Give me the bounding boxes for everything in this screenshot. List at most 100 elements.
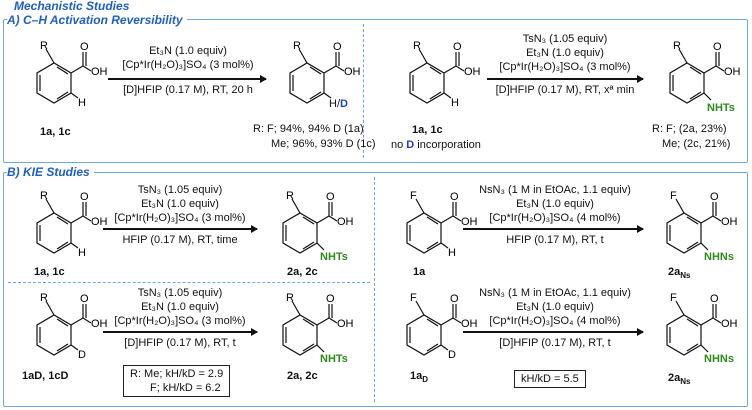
cond-b-r4-3: [Cp*Ir(H₂O)₃]SO₄ (4 mol%) — [489, 315, 621, 327]
result-a-left-1: R: F; 94%, 94% D (1a) — [253, 123, 364, 135]
atom-nhts: NHTs — [707, 102, 735, 114]
atom-oh: OH — [461, 318, 478, 330]
atom-h: H — [451, 97, 459, 109]
atom-oh: OH — [464, 66, 481, 78]
cond-a-left-3: [D]HFIP (0.17 M), RT, 20 h — [123, 84, 253, 96]
cond-a-right-4: [D]HFIP (0.17 M), RT, xª min — [495, 84, 635, 96]
atom-r: R — [293, 40, 301, 52]
atom-o: O — [450, 191, 459, 203]
cond-a-right-3: [Cp*Ir(H₂O)₃]SO₄ (3 mol%) — [499, 61, 631, 73]
atom-h: H — [78, 247, 86, 259]
cond-b-r1-4: HFIP (0.17 M), RT, time — [122, 234, 238, 246]
atom-o: O — [80, 41, 89, 53]
cond-b-r3-4: HFIP (0.17 M), RT, t — [506, 234, 604, 246]
result-a-right-2: Me; (2c, 21%) — [662, 138, 731, 150]
page-title: Mechanistic Studies — [14, 0, 130, 13]
atom-h-slash-d: H/D — [329, 98, 348, 110]
kie-box-b-r4: kH/kD = 5.5 — [514, 370, 586, 388]
atom-o: O — [333, 41, 342, 53]
atom-nhns: NHNs — [704, 251, 734, 263]
atom-h: H — [448, 247, 456, 259]
cond-b-r2-2: Et₃N (1.0 equiv) — [141, 301, 219, 313]
sm-label-a-right: 1a, 1c — [412, 124, 443, 136]
atom-d: D — [78, 349, 86, 361]
atom-r: R — [40, 40, 48, 52]
panel-b-divider — [374, 177, 375, 402]
no-d-note: no D incorporation — [391, 139, 481, 151]
atom-oh: OH — [724, 66, 741, 78]
cond-a-left-2: [Cp*Ir(H₂O)₃]SO₄ (3 mol%) — [122, 59, 254, 71]
panel-a-divider — [363, 24, 364, 158]
molecule-product-b-r2: R O OH NHTs — [282, 292, 354, 365]
atom-r: R — [40, 190, 48, 202]
atom-oh: OH — [91, 66, 108, 78]
pr-label-b-r4: 2aNs — [668, 372, 691, 387]
reaction-arrow-b-r2 — [103, 328, 258, 335]
pr-label-b-r2: 2a, 2c — [287, 370, 318, 382]
molecule-sm-a-left: R O OH H — [36, 40, 108, 109]
result-a-right-1: R: F; (2a, 23%) — [652, 123, 727, 135]
atom-oh: OH — [344, 66, 361, 78]
sm-label-b-r4: 1aD — [410, 370, 429, 385]
kie-line-2: F; kH/kD = 6.2 — [150, 382, 221, 394]
sm-label-b-r3: 1a — [413, 266, 426, 278]
panel-a-heading: A) C–H Activation Reversibility — [7, 13, 187, 27]
molecule-sm-b-r2: R O OH D — [36, 292, 108, 361]
molecule-product-a-right: R O OH NHTs — [669, 40, 741, 114]
molecule-sm-b-r3: F O OH H — [406, 190, 478, 259]
sm-label-b-r1: 1a, 1c — [34, 266, 65, 278]
cond-b-r2-1: TsN₃ (1.05 equiv) — [137, 287, 223, 299]
cond-b-r2-3: [Cp*Ir(H₂O)₃]SO₄ (3 mol%) — [114, 315, 246, 327]
atom-oh: OH — [91, 318, 108, 330]
atom-oh: OH — [91, 216, 108, 228]
sm-label-b-r2: 1aD, 1cD — [22, 370, 69, 382]
cond-b-r1-2: Et₃N (1.0 equiv) — [141, 198, 219, 210]
reaction-arrow-b-r1 — [103, 225, 258, 232]
atom-oh: OH — [337, 216, 354, 228]
atom-o: O — [80, 191, 89, 203]
atom-o: O — [713, 41, 722, 53]
panel-a — [3, 19, 748, 163]
atom-r: R — [413, 40, 421, 52]
result-a-left-2: Me; 96%, 93% D (1c) — [271, 138, 376, 150]
atom-o: O — [326, 293, 335, 305]
cond-b-r2-4: [D]HFIP (0.17 M), RT, t — [124, 337, 236, 349]
reaction-arrow-a-right — [487, 75, 644, 82]
molecule-product-b-r3: F O OH NHNs — [666, 190, 738, 263]
cond-b-r4-1: NsN₃ (1 M in EtOAc, 1.1 equiv) — [479, 287, 631, 299]
pr-label-b-r3: 2aNs — [668, 266, 691, 281]
atom-r: R — [286, 190, 294, 202]
atom-f: F — [670, 292, 677, 304]
atom-oh: OH — [721, 318, 738, 330]
molecule-sm-a-right: R O OH H — [409, 40, 481, 109]
atom-oh: OH — [461, 216, 478, 228]
atom-o: O — [710, 293, 719, 305]
pr-label-b-r1: 2a, 2c — [287, 266, 318, 278]
atom-f: F — [410, 190, 417, 202]
molecule-product-a-left: R O OH H/D — [289, 40, 361, 110]
atom-nhts: NHTs — [320, 353, 348, 365]
atom-d: D — [448, 349, 456, 361]
atom-o: O — [450, 293, 459, 305]
atom-h: H — [78, 97, 86, 109]
cond-b-r4-4: [D]HFIP (0.17 M), RT, t — [499, 337, 611, 349]
atom-r: R — [40, 292, 48, 304]
cond-b-r3-3: [Cp*Ir(H₂O)₃]SO₄ (4 mol%) — [489, 212, 621, 224]
cond-a-right-2: Et₃N (1.0 equiv) — [526, 47, 604, 59]
panel-b-heading: B) KIE Studies — [7, 165, 94, 179]
sm-label-a-left: 1a, 1c — [40, 126, 71, 138]
cond-b-r1-3: [Cp*Ir(H₂O)₃]SO₄ (3 mol%) — [114, 212, 246, 224]
reaction-arrow-a-left — [108, 75, 267, 82]
reaction-arrow-b-r4 — [463, 328, 644, 335]
atom-o: O — [80, 293, 89, 305]
atom-r: R — [286, 292, 294, 304]
atom-o: O — [710, 191, 719, 203]
panel-b — [3, 172, 748, 407]
atom-oh: OH — [721, 216, 738, 228]
kie-line-1: R: Me; kH/kD = 2.9 — [130, 368, 224, 380]
molecule-sm-b-r1: R O OH H — [36, 190, 108, 259]
atom-f: F — [670, 190, 677, 202]
cond-b-r1-1: TsN₃ (1.05 equiv) — [137, 184, 223, 196]
atom-o: O — [326, 191, 335, 203]
atom-r: R — [673, 40, 681, 52]
